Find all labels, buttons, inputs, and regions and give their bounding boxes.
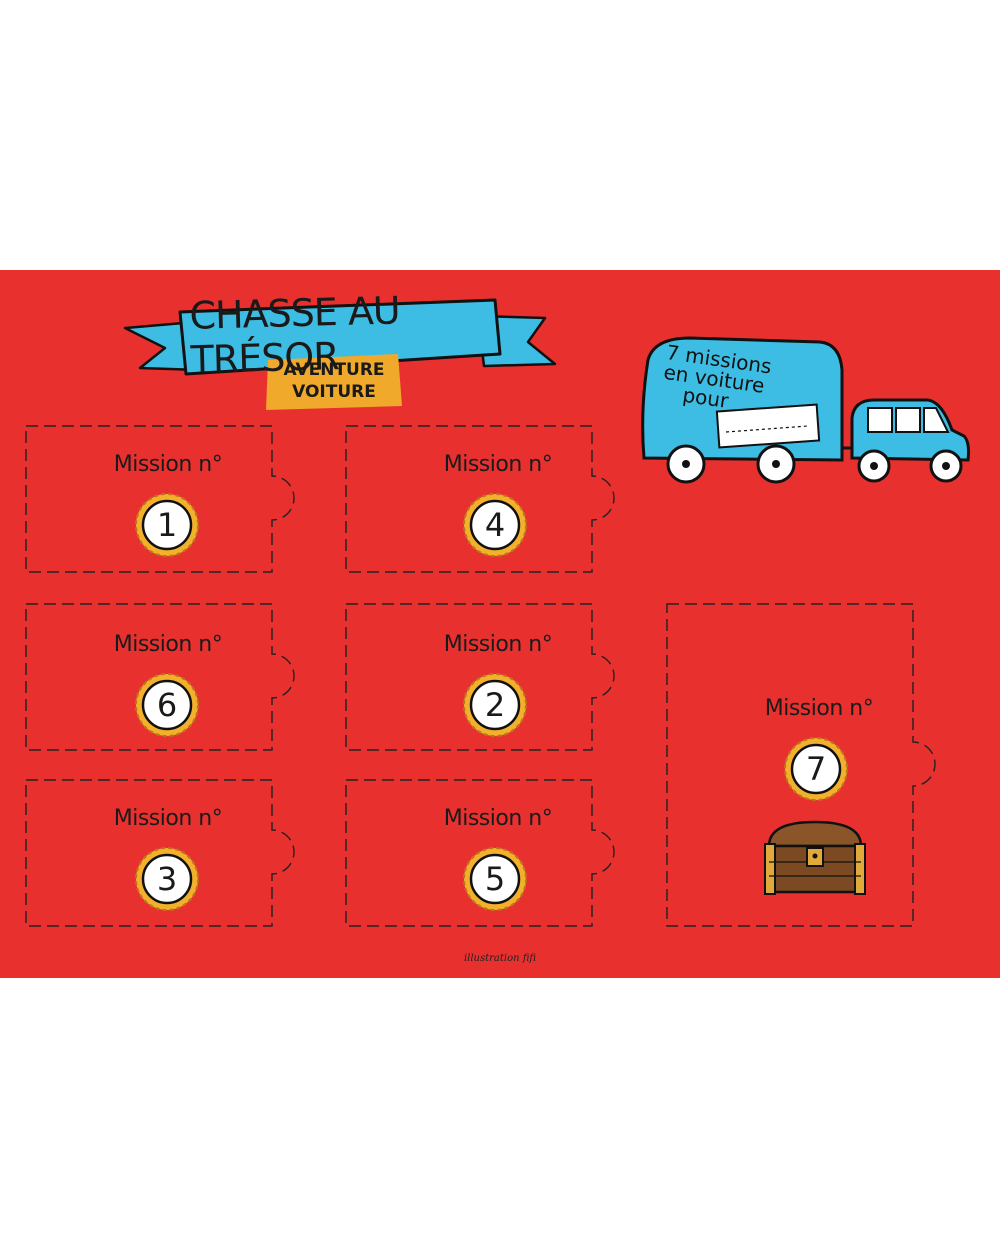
mission-card-3[interactable]: Mission n° 3 (25, 779, 296, 927)
subtitle: AVENTURE VOITURE (268, 354, 400, 408)
mission-card-6[interactable]: Mission n° 6 (25, 603, 296, 751)
mission-number-badge: 1 (134, 492, 200, 558)
mission-number-badge: 7 (783, 736, 849, 802)
mission-number-badge: 3 (134, 846, 200, 912)
mission-label: Mission n° (443, 452, 553, 477)
mission-number-badge: 5 (462, 846, 528, 912)
mission-card-5[interactable]: Mission n° 5 (345, 779, 616, 927)
mission-number: 2 (484, 686, 506, 724)
mission-label: Mission n° (113, 632, 223, 657)
mission-number: 4 (484, 506, 506, 544)
treasure-chest-icon (764, 820, 866, 895)
mission-number-badge: 6 (134, 672, 200, 738)
van-with-trailer (641, 336, 970, 484)
mission-card-1[interactable]: Mission n° 1 (25, 425, 296, 573)
mission-number: 5 (484, 860, 506, 898)
treasure-hunt-board: CHASSE AU TRÉSOR AVENTURE VOITURE 7 miss… (0, 270, 1000, 978)
mission-number-badge: 4 (462, 492, 528, 558)
mission-number: 3 (156, 860, 178, 898)
mission-label: Mission n° (443, 806, 553, 831)
mission-label: Mission n° (764, 696, 874, 721)
ribbon-banner (123, 298, 557, 410)
mission-card-4[interactable]: Mission n° 4 (345, 425, 616, 573)
mission-number: 7 (805, 750, 827, 788)
mission-label: Mission n° (113, 452, 223, 477)
mission-number: 1 (156, 506, 178, 544)
mission-card-2[interactable]: Mission n° 2 (345, 603, 616, 751)
mission-label: Mission n° (443, 632, 553, 657)
mission-card-7[interactable]: Mission n° 7 (666, 603, 937, 927)
subtitle-line-1: AVENTURE (283, 360, 385, 380)
subtitle-line-2: VOITURE (292, 382, 376, 402)
mission-number-badge: 2 (462, 672, 528, 738)
illustration-credit: illustration fifi (463, 953, 537, 964)
mission-number: 6 (156, 686, 178, 724)
mission-label: Mission n° (113, 806, 223, 831)
